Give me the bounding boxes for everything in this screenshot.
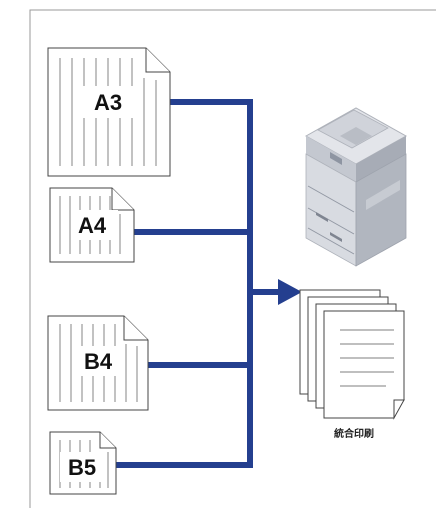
arrow-head — [278, 279, 302, 305]
paper-a4: A4 — [49, 187, 135, 263]
output-caption: 統合印刷 — [334, 429, 374, 440]
paper-b5: B5 — [49, 431, 117, 495]
multifunction-printer-icon — [304, 107, 408, 267]
paper-label-a3: A3 — [94, 90, 122, 115]
paper-a3: A3 — [47, 47, 171, 177]
paper-b4: B4 — [47, 315, 149, 411]
paper-label-b5: B5 — [68, 455, 96, 480]
connector-lines — [116, 99, 282, 468]
frame-border — [29, 9, 436, 508]
document-stack-icon — [299, 289, 405, 420]
paper-label-b4: B4 — [84, 349, 113, 374]
paper-label-a4: A4 — [78, 213, 107, 238]
